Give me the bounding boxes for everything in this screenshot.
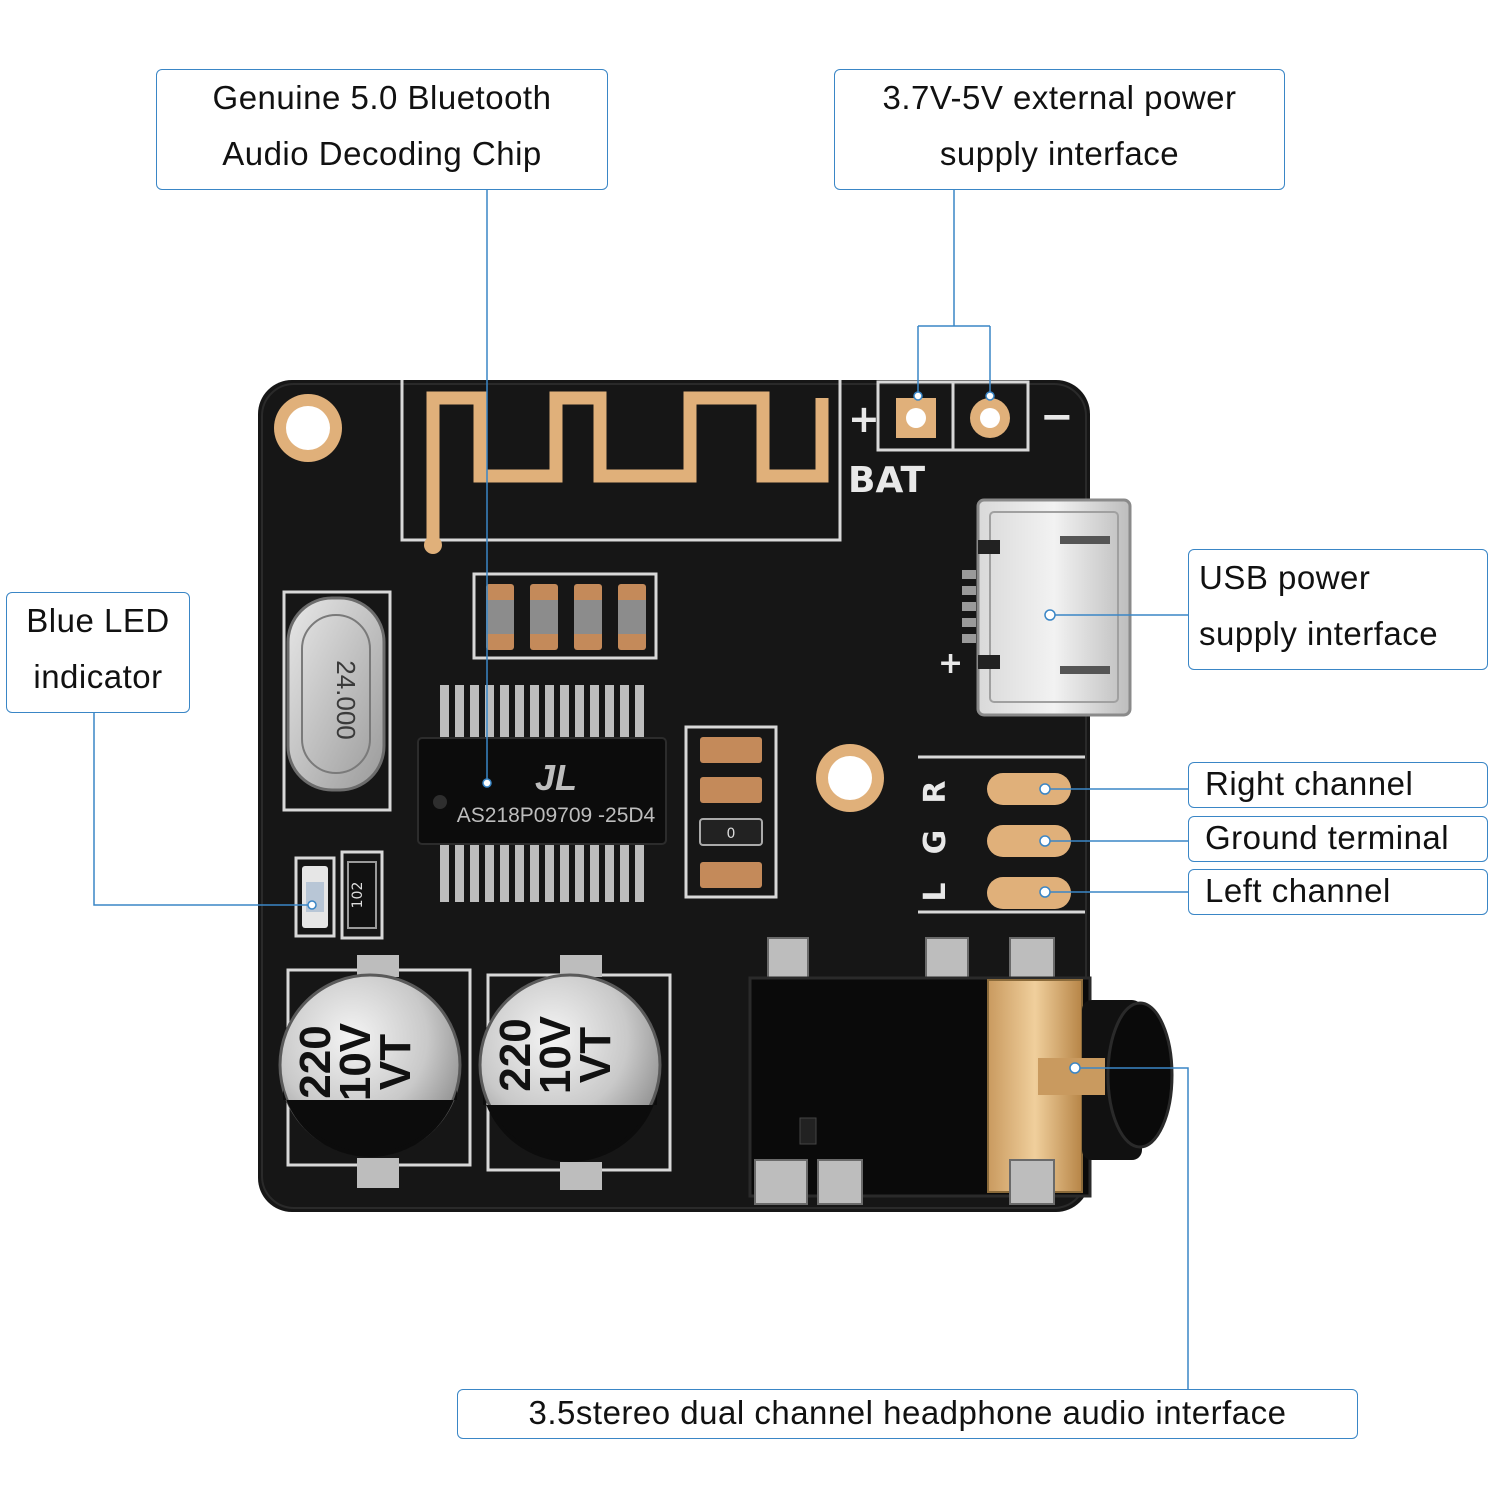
pin-label-g: G [918, 830, 953, 855]
crystal-marking: 24.000 [331, 660, 361, 740]
cap-right-value: 220 [491, 1018, 540, 1091]
cap-left-series: VT [371, 1034, 420, 1090]
cap-right-series: VT [571, 1027, 620, 1083]
callout-ground-terminal: Ground terminal [1188, 816, 1488, 862]
cap-right-voltage: 10V [531, 1015, 580, 1094]
callout-text-line: Left channel [1205, 872, 1391, 909]
smd-resistor-stack: 0 [684, 725, 778, 899]
chip-marking: AS218P09709 -25D4 [457, 804, 656, 827]
callout-bluetooth-chip: Genuine 5.0 Bluetooth Audio Decoding Chi… [156, 69, 608, 190]
callout-external-power: 3.7V-5V external power supply interface [834, 69, 1285, 190]
callout-text-line: Ground terminal [1205, 819, 1450, 856]
usb-connector [976, 498, 1132, 717]
callout-text-line: Genuine 5.0 Bluetooth [212, 79, 552, 116]
chip-logo: JL [535, 757, 577, 798]
capacitor-right: 220 10V VT [478, 955, 672, 1190]
callout-text-line: USB power [1199, 559, 1371, 596]
leader-line-led [93, 713, 312, 906]
smd-resistor-array [472, 572, 658, 660]
right-channel-pad [987, 773, 1071, 805]
cap-left-voltage: 10V [331, 1022, 380, 1101]
callout-headphone-jack: 3.5stereo dual channel headphone audio i… [457, 1389, 1358, 1439]
pin-label-r: R [918, 780, 953, 803]
resistor-marking-small: 0 [727, 826, 736, 842]
callout-text-line: 3.5stereo dual channel headphone audio i… [528, 1394, 1287, 1431]
left-channel-pad [987, 877, 1071, 909]
pin-label-l: L [918, 882, 953, 901]
callout-usb-power: USB power supply interface [1188, 549, 1488, 670]
callout-text-line: indicator [33, 658, 163, 695]
callout-left-channel: Left channel [1188, 869, 1488, 915]
bat-label: BAT [848, 460, 926, 501]
crystal-oscillator: 24.000 [282, 590, 392, 812]
usb-plus-label: + [938, 646, 963, 681]
leader-line-power [917, 190, 991, 396]
callout-text-line: supply interface [939, 135, 1180, 172]
bat-minus-label: − [1040, 394, 1074, 440]
callout-text-line: supply interface [1199, 615, 1439, 652]
headphone-jack [748, 937, 1174, 1205]
callout-text-line: Right channel [1205, 765, 1414, 802]
antenna-trace [426, 391, 829, 545]
smd-resistor-102: 102 [340, 850, 384, 940]
bat-plus-label: + [848, 397, 880, 441]
callout-text-line: Audio Decoding Chip [222, 135, 542, 172]
cap-left-value: 220 [291, 1025, 340, 1098]
callout-right-channel: Right channel [1188, 762, 1488, 808]
callout-text-line: Blue LED [26, 602, 170, 639]
resistor-marking: 102 [350, 882, 366, 909]
capacitor-left: 220 10V VT [278, 955, 472, 1188]
callout-text-line: 3.7V-5V external power [882, 79, 1237, 116]
leader-lines [93, 190, 1189, 1389]
bluetooth-decoder-chip: JL AS218P09709 -25D4 [417, 685, 667, 902]
ground-pad [987, 825, 1071, 857]
leader-line-headphone [1075, 1067, 1189, 1389]
callout-blue-led: Blue LED indicator [6, 592, 190, 713]
